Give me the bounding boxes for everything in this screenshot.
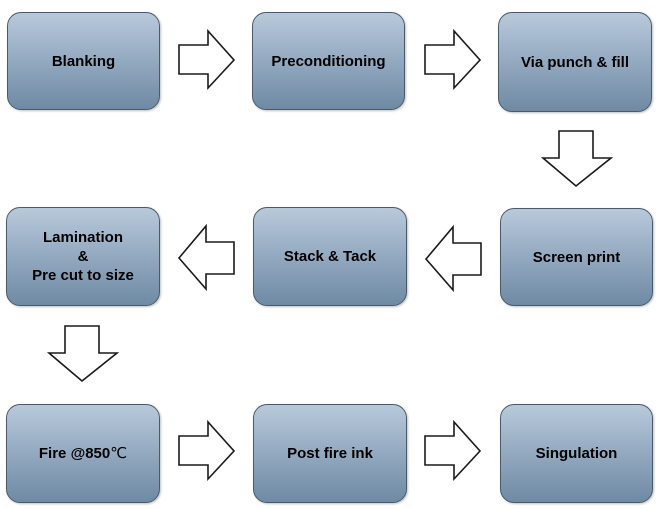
step-stack-tack: Stack & Tack [253,207,407,306]
step-preconditioning: Preconditioning [252,12,405,110]
step-lamination: Lamination & Pre cut to size [6,207,160,306]
arrow-down-icon [540,130,614,188]
step-screen-print: Screen print [500,208,653,306]
step-label: Screen print [532,248,621,266]
arrow-down-icon [46,325,120,383]
step-label: Singulation [535,445,618,462]
step-post-fire-ink: Post fire ink [253,404,407,503]
step-singulation: Singulation [500,404,653,503]
arrow-right-icon [178,419,236,482]
arrow-right-icon [424,419,482,482]
step-label: Lamination & Pre cut to size [32,229,134,284]
step-label: Fire @850℃ [38,444,128,462]
step-via-punch-fill: Via punch & fill [498,12,652,112]
step-label: Preconditioning [271,52,386,70]
step-label: Stack & Tack [283,248,377,265]
arrow-left-icon [424,224,482,293]
step-label: Post fire ink [287,445,373,462]
step-blanking: Blanking [7,12,160,110]
step-fire: Fire @850℃ [6,404,160,503]
arrow-left-icon [177,223,235,292]
step-label: Blanking [51,52,116,70]
step-label: Via punch & fill [520,53,630,71]
arrow-right-icon [178,28,236,91]
celsius-unit: ℃ [110,444,128,462]
arrow-right-icon [424,28,482,91]
